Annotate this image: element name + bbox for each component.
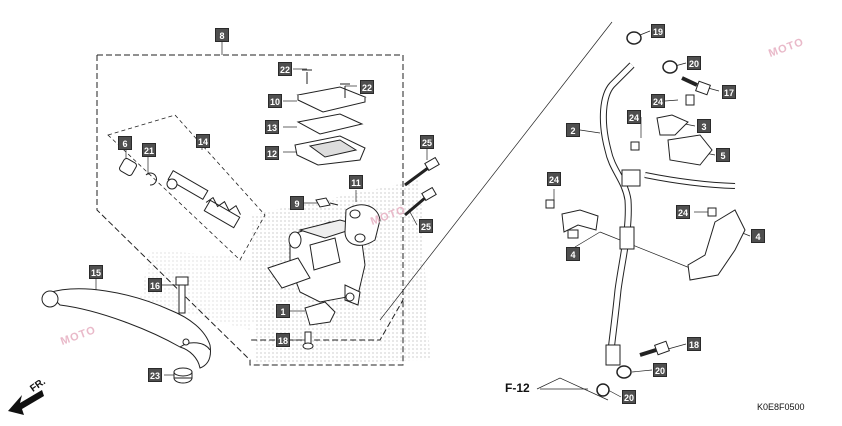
banjo-bolts	[639, 76, 711, 357]
callout-20[interactable]: 19	[651, 24, 665, 38]
callout-9[interactable]: 8	[215, 28, 229, 42]
callout-24[interactable]: 24	[651, 94, 665, 108]
callout-25[interactable]: 25	[420, 135, 434, 149]
holder-bolts	[404, 156, 440, 217]
callout-20[interactable]: 20	[653, 363, 667, 377]
front-stop-switch	[302, 301, 336, 350]
piston-kit-frame	[107, 114, 266, 261]
callout-2[interactable]: 2	[566, 123, 580, 137]
brake-lever	[41, 288, 211, 369]
callout-14[interactable]: 13	[265, 120, 279, 134]
front-direction-arrow	[8, 390, 44, 415]
callout-18[interactable]: 17	[722, 85, 736, 99]
callout-21[interactable]: 21	[142, 143, 156, 157]
callout-11[interactable]: 10	[268, 94, 282, 108]
callout-3[interactable]: 3	[697, 119, 711, 133]
callout-6[interactable]: 4	[751, 229, 765, 243]
callout-16[interactable]: 15	[89, 265, 103, 279]
callout-20[interactable]: 20	[687, 56, 701, 70]
callout-24[interactable]: 24	[547, 172, 561, 186]
callout-24[interactable]: 24	[627, 110, 641, 124]
stipple-area-lever	[140, 250, 280, 330]
callout-4[interactable]: 4	[566, 247, 580, 261]
callout-8[interactable]: 6	[118, 136, 132, 150]
brake-hose	[599, 62, 736, 366]
diagram-code: K0E8F0500	[757, 402, 805, 412]
callout-23[interactable]: 23	[148, 368, 162, 382]
callout-12[interactable]: 11	[349, 175, 363, 189]
assembly-frame	[97, 54, 404, 341]
piston-kit	[119, 158, 241, 229]
callout-1[interactable]: 1	[276, 304, 290, 318]
callout-15[interactable]: 14	[196, 134, 210, 148]
callout-22[interactable]: 22	[360, 80, 374, 94]
sealing-washers	[596, 31, 678, 397]
callout-22[interactable]: 22	[278, 62, 292, 76]
callout-18[interactable]: 18	[687, 337, 701, 351]
handlebar-holder	[344, 204, 381, 246]
callout-20[interactable]: 20	[622, 390, 636, 404]
lever-pivot-bolt	[175, 276, 189, 314]
callout-10[interactable]: 9	[290, 196, 304, 210]
stop-switch-part	[315, 197, 339, 208]
callout-24[interactable]: 24	[676, 205, 690, 219]
lever-pivot-nut	[173, 367, 193, 384]
callout-17[interactable]: 16	[148, 278, 162, 292]
leader-lines	[95, 21, 751, 401]
callout-19[interactable]: 18	[276, 333, 290, 347]
callout-25[interactable]: 25	[419, 219, 433, 233]
callout-13[interactable]: 12	[265, 146, 279, 160]
reference-label: F-12	[505, 381, 530, 395]
callout-5[interactable]: 5	[716, 148, 730, 162]
assembly-frame-lower	[96, 55, 404, 366]
reservoir-cap-stack	[294, 69, 367, 166]
hose-clips-and-stays	[545, 94, 746, 281]
